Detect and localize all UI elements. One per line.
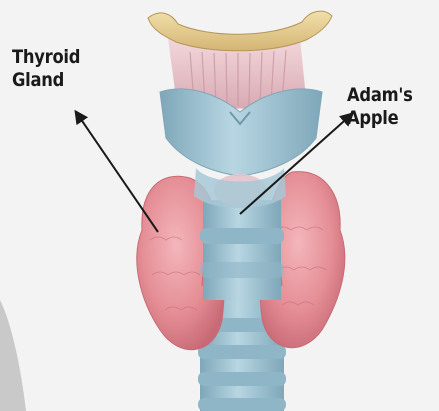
thyroid-gland-label-line1: Thyroid — [12, 46, 80, 69]
shadow-shape — [0, 300, 26, 411]
adams-apple-label: Adam's Apple — [347, 84, 413, 130]
cricoid-cartilage — [200, 200, 284, 300]
adams-apple-label-line1: Adam's — [347, 84, 413, 107]
thyroid-gland-label-line2: Gland — [12, 69, 80, 92]
adams-apple-label-line2: Apple — [347, 107, 413, 130]
thyroid-gland-label: Thyroid Gland — [12, 46, 80, 92]
thyroid-gland-arrow — [76, 112, 158, 232]
